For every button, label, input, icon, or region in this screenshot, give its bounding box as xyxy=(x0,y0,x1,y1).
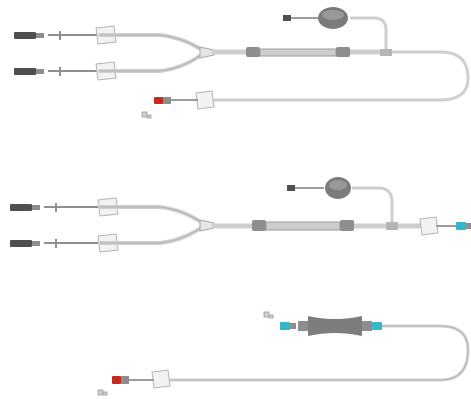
outlet-clamp xyxy=(419,216,439,236)
outlet-connector-cyan xyxy=(456,222,471,230)
loose-cap xyxy=(97,389,108,396)
outlet-connector-cyan xyxy=(372,322,382,330)
inlet-connector-upper xyxy=(10,204,40,211)
outlet-clamp xyxy=(151,369,171,389)
spike-lower xyxy=(44,239,100,248)
outlet-clamp xyxy=(195,90,215,110)
inlet-connector-lower xyxy=(14,68,44,75)
spike-upper xyxy=(48,31,100,40)
outlet-cap-red xyxy=(112,376,129,384)
inline-filter xyxy=(246,47,350,57)
pump-bulb xyxy=(325,177,351,199)
spike-upper xyxy=(44,203,100,212)
tubing-set-2 xyxy=(10,177,471,253)
vent-line xyxy=(352,186,394,226)
tubing-set-1 xyxy=(14,7,470,119)
y-connector xyxy=(199,46,215,59)
vent-line xyxy=(350,16,388,52)
inlet-connector-cyan xyxy=(280,322,296,330)
spike-lower xyxy=(48,67,100,76)
return-loop-tubing xyxy=(170,324,470,382)
inlet-connector-lower xyxy=(10,240,40,247)
return-loop-tubing xyxy=(210,50,470,102)
vent-connector xyxy=(283,15,291,21)
pump-bulb xyxy=(318,7,348,29)
loose-cap xyxy=(263,311,274,319)
inlet-connector-upper xyxy=(14,32,44,39)
inline-filter xyxy=(252,220,354,231)
loose-cap xyxy=(141,111,152,119)
vent-connector xyxy=(287,185,295,191)
dialyzer-chamber xyxy=(298,316,372,336)
tubing-set-3 xyxy=(97,311,470,396)
outlet-cap-red xyxy=(154,97,171,104)
